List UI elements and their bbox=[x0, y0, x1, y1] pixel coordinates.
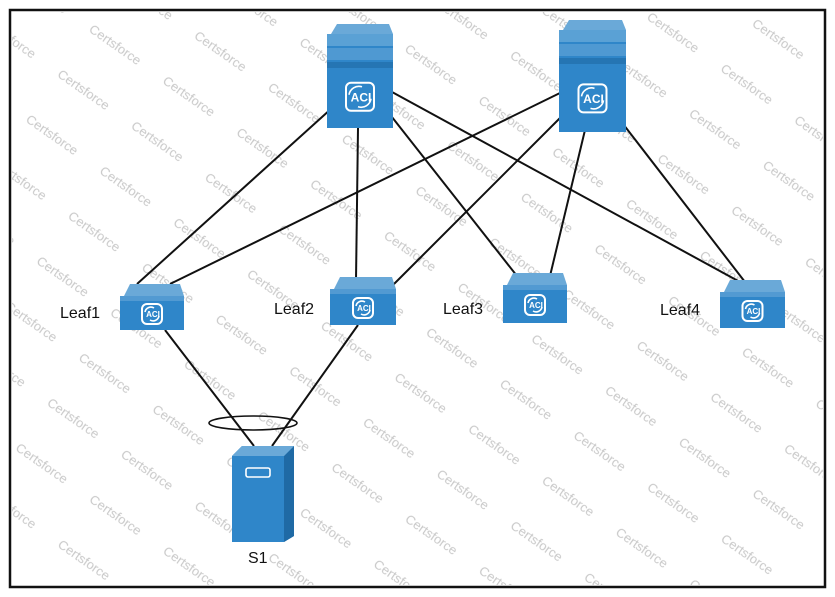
aci-leaf-switch-icon-leaf4: ACI bbox=[720, 280, 785, 328]
leaf-label: Leaf1 bbox=[60, 305, 100, 322]
server-label: S1 bbox=[248, 550, 268, 567]
drive-bay-icon bbox=[245, 467, 271, 478]
link-spine1-leaf3 bbox=[387, 111, 518, 277]
link-leaf1-s1 bbox=[164, 329, 255, 447]
aci-logo-icon: ACI bbox=[577, 83, 608, 114]
aci-logo-icon: ACI bbox=[141, 303, 163, 325]
server-icon bbox=[232, 446, 294, 542]
link-spine2-leaf3 bbox=[549, 129, 586, 277]
aci-logo-icon: ACI bbox=[345, 81, 375, 112]
link-spine2-leaf4 bbox=[619, 119, 746, 283]
aci-logo-icon: ACI bbox=[352, 297, 374, 319]
link-spine2-leaf1 bbox=[169, 91, 563, 285]
aci-logo-icon: ACI bbox=[524, 294, 546, 316]
aci-badge-text: ACI bbox=[747, 307, 761, 316]
link-spine1-leaf4 bbox=[391, 91, 741, 283]
aci-badge-text: ACI bbox=[351, 90, 372, 104]
link-spine2-leaf2 bbox=[389, 117, 561, 289]
aci-logo-icon: ACI bbox=[741, 300, 764, 322]
port-channel-ellipse-icon bbox=[208, 415, 298, 431]
aci-badge-text: ACI bbox=[357, 304, 371, 313]
aci-spine-switch-icon-spine2: ACI bbox=[559, 20, 626, 132]
link-spine1-leaf1 bbox=[136, 107, 333, 285]
aci-leaf-switch-icon-leaf3: ACI bbox=[503, 273, 567, 323]
aci-badge-text: ACI bbox=[583, 92, 604, 106]
aci-badge-text: ACI bbox=[146, 310, 160, 319]
link-leaf2-s1 bbox=[271, 324, 359, 447]
link-spine1-leaf2 bbox=[355, 127, 359, 281]
links-layer bbox=[136, 91, 746, 447]
aci-leaf-switch-icon-leaf2: ACI bbox=[330, 277, 396, 325]
leaf-label: Leaf2 bbox=[274, 301, 314, 318]
leaf-label: Leaf3 bbox=[443, 301, 483, 318]
aci-spine-switch-icon-spine1: ACI bbox=[327, 24, 393, 128]
aci-leaf-switch-icon-leaf1: ACI bbox=[120, 284, 184, 330]
leaf-label: Leaf4 bbox=[660, 302, 700, 319]
aci-badge-text: ACI bbox=[529, 301, 543, 310]
